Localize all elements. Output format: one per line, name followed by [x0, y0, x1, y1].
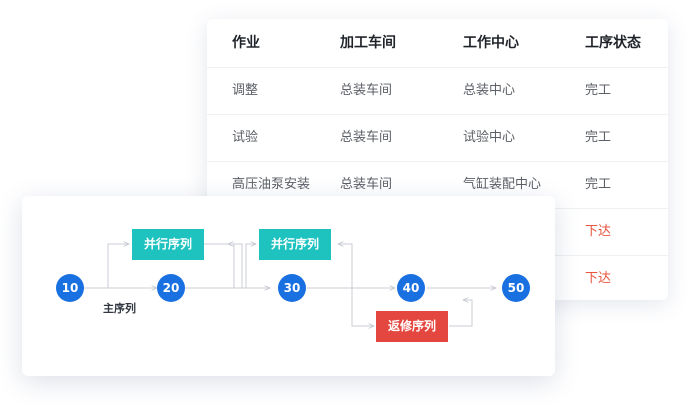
rework-sequence-box[interactable]: 返修序列 [376, 311, 448, 342]
header-job: 作业 [232, 35, 260, 51]
cell-status: 完工 [585, 130, 612, 145]
cell-job: 调整 [232, 83, 259, 98]
cell-work-center: 总装中心 [463, 83, 516, 98]
table-row[interactable]: 调整 总装车间 总装中心 完工 [207, 67, 668, 115]
cell-status: 完工 [585, 177, 612, 192]
cell-workshop: 总装车间 [340, 83, 393, 98]
connector-to-rework [351, 288, 374, 326]
header-work-center: 工作中心 [463, 35, 519, 51]
cell-status: 下达 [585, 271, 612, 286]
node-10[interactable]: 10 [56, 274, 84, 302]
table-header-row: 作业 加工车间 工作中心 工序状态 [207, 19, 668, 68]
header-status: 工序状态 [585, 35, 641, 51]
node-30[interactable]: 30 [278, 274, 306, 302]
parallel-sequence-box-2[interactable]: 并行序列 [259, 229, 331, 260]
header-workshop: 加工车间 [340, 35, 396, 51]
node-50[interactable]: 50 [502, 274, 530, 302]
connector-parallel-2-return [338, 244, 353, 288]
cell-status: 完工 [585, 83, 612, 98]
connector-loop-back [228, 244, 243, 288]
node-40[interactable]: 40 [397, 274, 425, 302]
cell-work-center: 气缸装配中心 [463, 177, 542, 192]
connector-rework-return [449, 300, 473, 327]
cell-status: 下达 [585, 224, 612, 239]
connector-parallel-1-merge [204, 243, 235, 288]
connector-to-parallel-2 [245, 244, 256, 288]
node-20[interactable]: 20 [157, 274, 185, 302]
main-sequence-label: 主序列 [103, 302, 136, 315]
cell-job: 试验 [232, 130, 259, 145]
cell-work-center: 试验中心 [463, 130, 516, 145]
connector-to-parallel-1 [107, 244, 129, 288]
cell-workshop: 总装车间 [340, 177, 393, 192]
flow-connectors [84, 196, 555, 376]
process-flow-diagram: 10 20 30 40 50 并行序列 并行序列 返修序列 主序列 [22, 196, 555, 376]
table-row[interactable]: 试验 总装车间 试验中心 完工 [207, 114, 668, 162]
table-row[interactable]: 下达 [207, 255, 668, 300]
cell-workshop: 总装车间 [340, 130, 393, 145]
parallel-sequence-box-1[interactable]: 并行序列 [132, 229, 204, 260]
cell-job: 高压油泵安装 [232, 177, 311, 192]
